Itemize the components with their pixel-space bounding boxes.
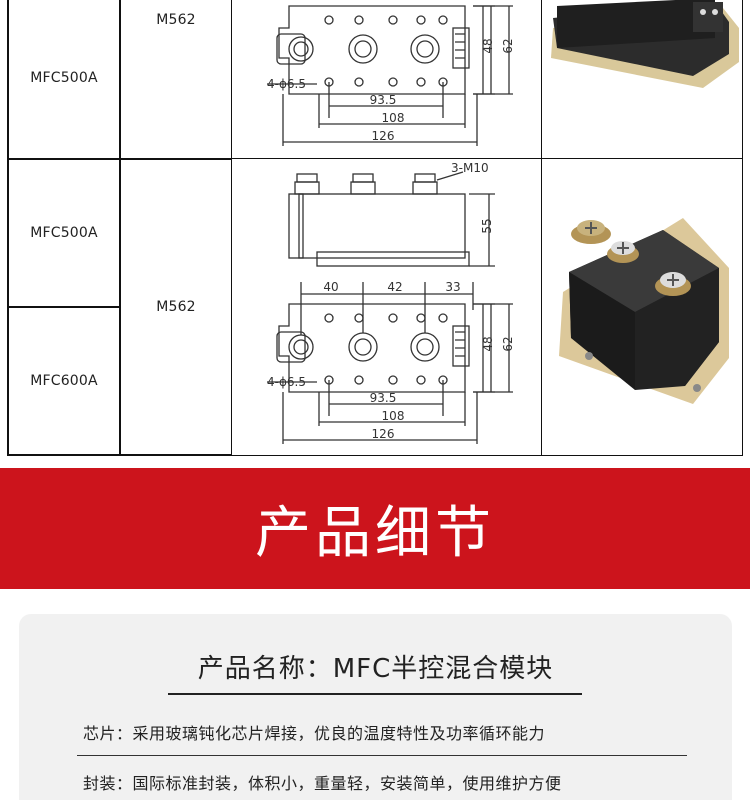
package-label: M562 (156, 12, 196, 28)
module-photo (559, 218, 729, 404)
model-label: MFC600A (30, 373, 98, 389)
product-name: 产品名称：MFC半控混合模块 (197, 654, 554, 684)
holes-label: 4-ϕ6.5 (267, 77, 306, 91)
package-cell: M562 (119, 158, 233, 456)
dim-108: 108 (382, 409, 405, 423)
screws-label: 3-M10 (451, 161, 489, 175)
dim-48: 48 (481, 38, 495, 53)
dim-40: 40 (323, 280, 338, 294)
dim-33: 33 (445, 280, 460, 294)
model-label: MFC500A (30, 70, 98, 86)
dim-126: 126 (372, 427, 395, 441)
dim-126: 126 (372, 129, 395, 143)
dim-42: 42 (387, 280, 402, 294)
model-cell: MFC500A (7, 158, 121, 308)
dim-48: 48 (481, 336, 495, 351)
model-cell: MFC500A (7, 0, 121, 160)
package-feature: 封装：国际标准封装，体积小，重量轻，安装简单，使用维护方便 (83, 774, 562, 793)
spec-table: MFC500A M562 MFC500A MFC600A M562 (7, 0, 743, 456)
chip-feature: 芯片：采用玻璃钝化芯片焊接，优良的温度特性及功率循环能力 (83, 724, 546, 743)
section-title: 产品细节 (255, 501, 495, 566)
model-cell: MFC600A (7, 306, 121, 456)
package-label: M562 (156, 299, 196, 315)
module-outline-drawing: 3-M10 55 40 42 33 48 62 93.5 108 126 4-ϕ… (267, 161, 515, 444)
title-underline (168, 693, 582, 695)
dim-55: 55 (480, 218, 494, 233)
model-label: MFC500A (30, 225, 98, 241)
section-banner: 产品细节 (0, 468, 750, 589)
dim-93-5: 93.5 (370, 93, 397, 107)
divider (77, 755, 687, 756)
package-cell: M562 (119, 0, 233, 160)
dim-93-5: 93.5 (370, 391, 397, 405)
dim-62: 62 (501, 336, 515, 351)
product-details-card: 产品名称：MFC半控混合模块 芯片：采用玻璃钝化芯片焊接，优良的温度特性及功率循… (19, 614, 732, 800)
holes-label: 4-ϕ6.5 (267, 375, 306, 389)
dim-62: 62 (501, 38, 515, 53)
dim-108: 108 (382, 111, 405, 125)
module-outline-drawing: 48 62 93.5 108 126 4-ϕ6.5 (267, 5, 515, 146)
module-photo (551, 0, 739, 88)
